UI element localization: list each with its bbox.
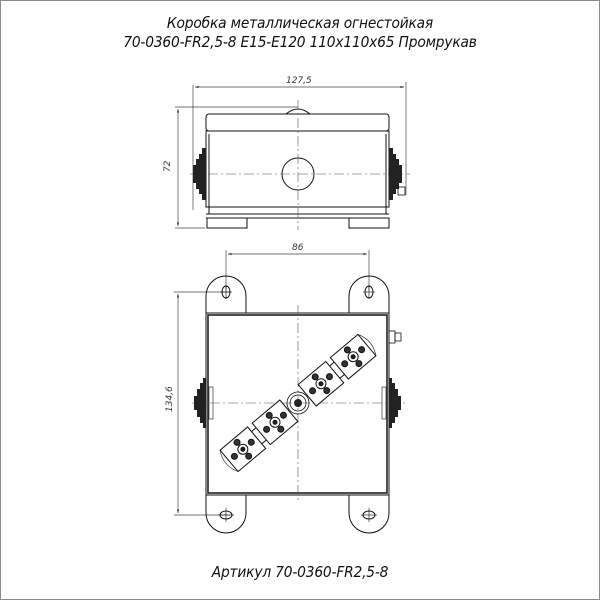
terminal-block-3 [251,399,299,446]
cable-gland-left-top-view-icon [194,378,206,428]
cable-gland-left-icon [193,148,206,200]
cable-gland-right-top-view-icon [389,378,401,428]
width-dimension [192,82,407,210]
top-view: 86 134,6 [165,243,405,534]
drawing-title-line-2: 70-0360-FR2,5-8 E15-E120 110x110x65 Пром… [123,33,477,51]
terminal-block-strip [219,333,377,473]
terminal-block-4 [219,426,267,473]
mount-spacing-dimension [225,250,370,290]
terminal-block-2 [329,333,377,380]
width-dimension-label: 127,5 [286,76,312,86]
ground-stud-icon [388,330,402,344]
mount-ear-top-right [348,275,390,313]
terminal-block-1 [297,360,345,407]
front-view: 127,5 72 [163,76,410,230]
article-number: Артикул 70-0360-FR2,5-8 [211,563,389,581]
mount-spacing-label: 86 [292,243,304,253]
mount-ear-bottom-left [205,495,247,534]
height-dimension [175,106,298,229]
height-dimension-label: 72 [163,160,173,172]
cable-gland-right-icon [389,148,402,200]
drawing-title-line-1: Коробка металлическая огнестойкая [166,14,434,32]
top-height-label: 134,6 [165,386,175,412]
mount-ear-top-left [205,275,247,313]
mount-ear-bottom-right [348,495,390,534]
